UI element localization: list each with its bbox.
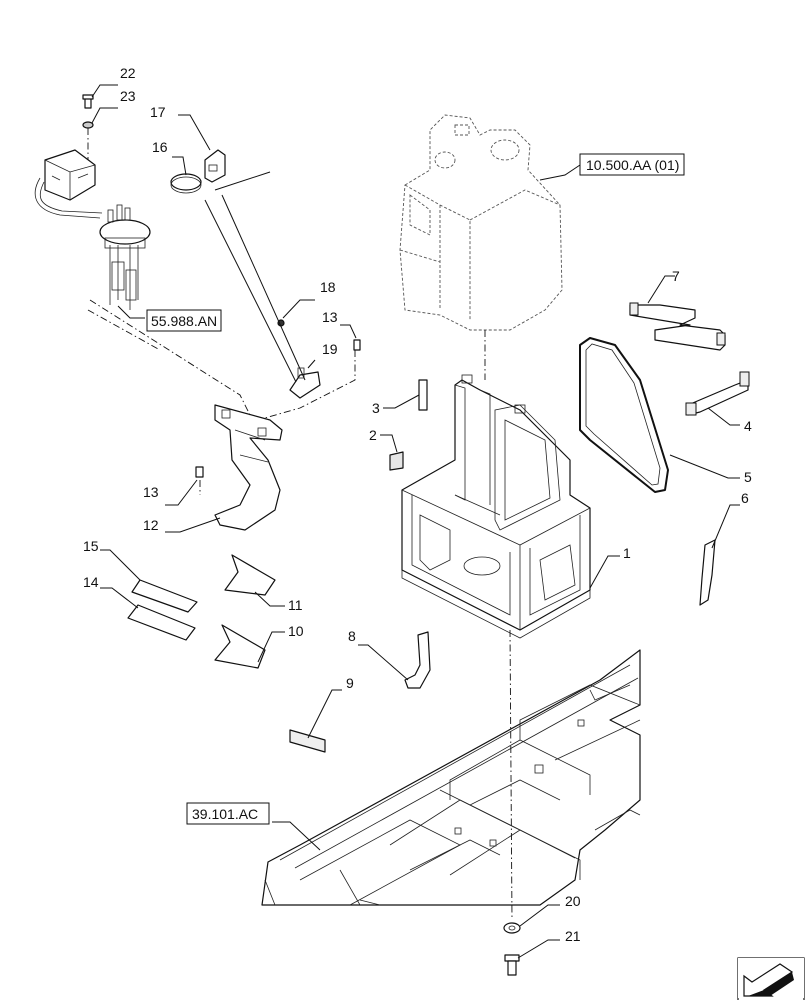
leader-lines (91, 84, 740, 959)
bolt-13a (353, 339, 361, 351)
pad-9 (289, 729, 326, 753)
strip-7 (629, 302, 726, 351)
callout-1: 1 (623, 545, 631, 561)
guide-line-a (204, 199, 297, 383)
ref-box-tank[interactable]: 10.500.AA (01) (579, 153, 685, 176)
callout-20: 20 (565, 893, 581, 909)
pad-15 (131, 579, 198, 613)
edge-trim-6 (699, 539, 716, 606)
washer-20 (503, 922, 521, 934)
assembly-center-lines (87, 128, 513, 921)
callout-14: 14 (83, 574, 99, 590)
ref-label-sender[interactable]: 55.988.AN (151, 313, 217, 329)
callout-10: 10 (288, 623, 304, 639)
pad-11 (224, 554, 276, 596)
callout-23: 23 (120, 88, 136, 104)
callout-9: 9 (346, 675, 354, 691)
ref-box-frame[interactable]: 39.101.AC (186, 802, 270, 825)
washer-23 (82, 121, 94, 129)
callout-11: 11 (288, 597, 303, 613)
callout-13-upper: 13 (322, 309, 338, 325)
callout-19: 19 (322, 341, 338, 357)
ref-label-frame[interactable]: 39.101.AC (192, 806, 258, 822)
callout-12: 12 (143, 517, 159, 533)
window-gasket (579, 337, 669, 493)
bracket-12 (214, 404, 283, 531)
callout-17: 17 (150, 104, 166, 120)
pad-2 (389, 451, 404, 471)
bolt-13b (195, 466, 204, 478)
bolt-21 (504, 954, 520, 976)
callout-2: 2 (369, 427, 377, 443)
guide-line-c (214, 171, 271, 191)
callout-4: 4 (744, 418, 752, 434)
callout-15: 15 (83, 538, 99, 554)
ref-label-tank[interactable]: 10.500.AA (01) (586, 157, 679, 173)
pad-14 (127, 604, 196, 641)
guide-line-b (221, 194, 306, 381)
tank-cradle (401, 374, 591, 639)
callout-21: 21 (565, 928, 581, 944)
ref-box-sender[interactable]: 55.988.AN (146, 309, 222, 332)
next-page-arrow-icon[interactable] (737, 957, 805, 1000)
callout-8: 8 (348, 628, 356, 644)
pad-3 (418, 379, 428, 411)
clip-17 (204, 149, 226, 183)
callout-5: 5 (744, 469, 752, 485)
callout-7: 7 (672, 268, 680, 284)
callout-13-lower: 13 (143, 484, 159, 500)
fuel-tank-ghost (399, 114, 563, 331)
callout-6: 6 (741, 490, 749, 506)
callout-18: 18 (320, 279, 336, 295)
callout-labels: 22 23 17 16 18 13 19 13 12 15 14 11 10 8… (83, 65, 752, 944)
callout-16: 16 (152, 139, 168, 155)
pad-10 (214, 624, 266, 669)
clamp-16 (170, 173, 202, 194)
screw-22 (82, 94, 94, 109)
mount-19 (289, 367, 321, 399)
hook-strip-8 (404, 631, 431, 689)
callout-3: 3 (372, 400, 380, 416)
chassis-frame (261, 649, 641, 906)
callout-22: 22 (120, 65, 136, 81)
fuel-sender-unit (34, 149, 151, 310)
strip-4 (685, 371, 750, 416)
